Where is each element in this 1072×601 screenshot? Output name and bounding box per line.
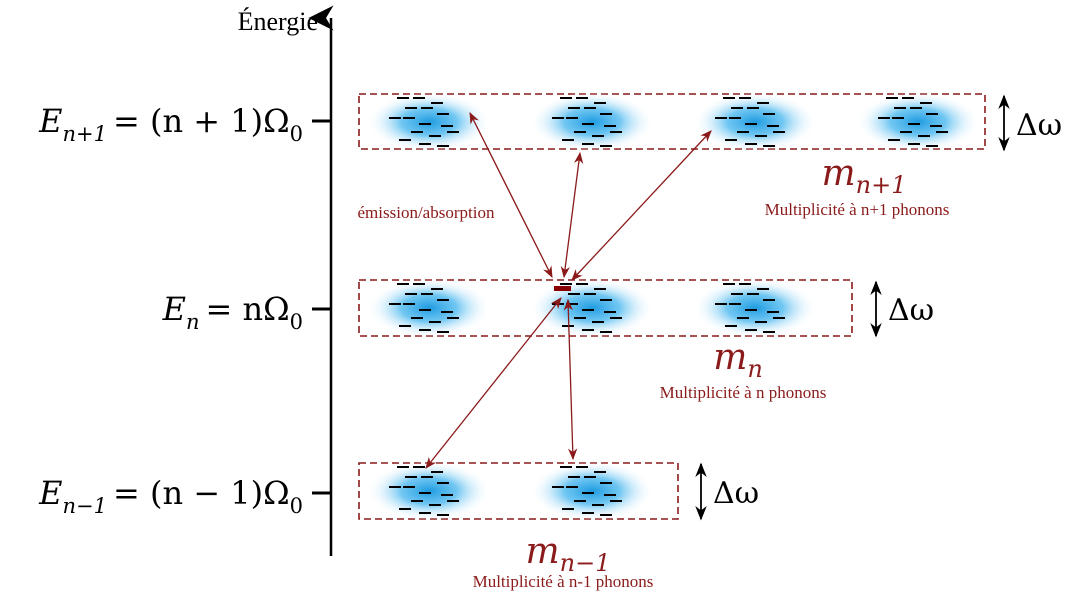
delta-label-n-plus-1: Δω (1016, 108, 1062, 143)
axis-label: Énergie (238, 7, 318, 36)
transition-arrow-up-2 (560, 151, 584, 279)
sublevel-clouds (367, 92, 980, 521)
transition-arrow-up-1 (469, 111, 553, 279)
multiplicity-text-n-plus-1: Multiplicité à n+1 phonons (765, 200, 950, 219)
energy-label-n-plus-1: En+1= (n + 1)Ω0 (38, 102, 303, 146)
multiplicity-text-n-minus-1: Multiplicité à n-1 phonons (473, 572, 654, 591)
transition-arrows (425, 111, 712, 469)
cloud-glow (367, 92, 491, 152)
initial-state-marker (554, 286, 571, 291)
sublevel-cloud (693, 92, 817, 152)
multiplicity-symbol-n: mn (713, 337, 763, 383)
cloud-glow (693, 278, 817, 338)
multiplicity-text-n: Multiplicité à n phonons (660, 383, 827, 402)
sublevel-cloud (367, 278, 491, 338)
multiplicity-symbol-n-minus-1: mn−1 (526, 531, 611, 577)
cloud-glow (856, 92, 980, 152)
transition-label: émission/absorption (358, 203, 495, 222)
energy-label-n-minus-1: En−1= (n − 1)Ω0 (38, 474, 303, 518)
delta-label-n: Δω (888, 293, 934, 328)
sublevel-cloud (530, 278, 654, 338)
transition-arrow-down-1 (425, 297, 562, 469)
cloud-glow (367, 461, 491, 521)
cloud-glow (693, 92, 817, 152)
sublevel-cloud (530, 92, 654, 152)
energy-label-n: En= nΩ0 (162, 290, 303, 334)
sublevel-cloud (367, 461, 491, 521)
multiplicity-symbol-n-plus-1: mn+1 (822, 153, 907, 199)
delta-label-n-minus-1: Δω (713, 476, 759, 511)
cloud-glow (530, 461, 654, 521)
sublevel-cloud (856, 92, 980, 152)
sublevel-cloud (530, 461, 654, 521)
transition-arrow-up-3 (571, 130, 712, 281)
sublevel-cloud (367, 92, 491, 152)
sublevel-cloud (693, 278, 817, 338)
transition-arrow-down-2 (563, 298, 578, 461)
